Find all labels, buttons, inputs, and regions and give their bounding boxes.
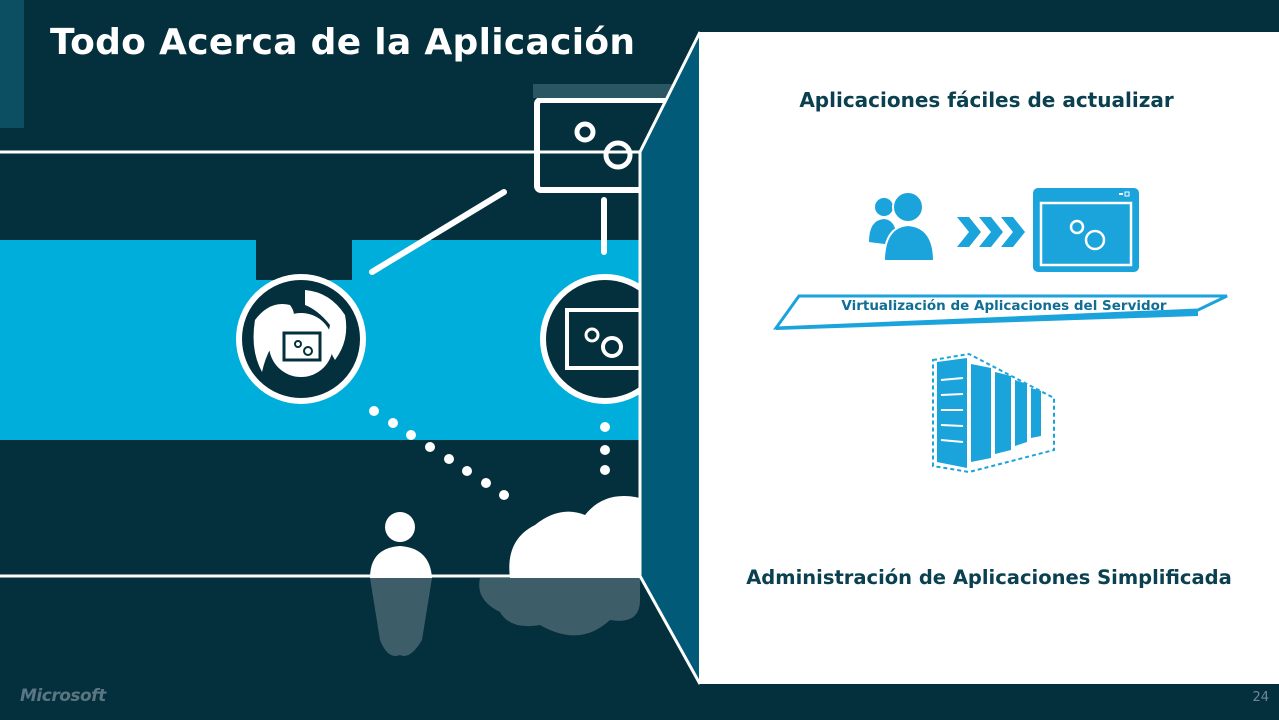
app-window-gears-icon <box>1033 188 1139 272</box>
band-tab <box>256 240 352 280</box>
slide-title: Todo Acerca de la Aplicación <box>50 22 636 63</box>
microsoft-logo: Microsoft <box>20 686 106 706</box>
dotted-connector-right <box>600 422 610 475</box>
panel-side-bevel <box>640 32 700 684</box>
top-gears <box>574 121 633 170</box>
title-accent-bar <box>0 0 24 128</box>
dotted-connector-left <box>369 406 509 500</box>
panel-heading-bottom: Administración de Aplicaciones Simplific… <box>746 566 1232 589</box>
globe-app-icon <box>236 274 366 404</box>
cloud-icon <box>479 496 640 636</box>
person-icon <box>370 512 432 656</box>
platform-label: Virtualización de Aplicaciones del Servi… <box>841 298 1167 314</box>
chevrons-right-icon <box>957 217 1025 247</box>
users-icon <box>869 191 936 262</box>
virtualization-platform <box>773 294 1228 330</box>
panel-heading-top: Aplicaciones fáciles de actualizar <box>799 88 1174 112</box>
page-number: 24 <box>1252 690 1269 705</box>
feature-panel: Aplicaciones fáciles de actualizar Virtu… <box>699 32 1279 684</box>
server-rack-icon <box>932 352 1055 474</box>
